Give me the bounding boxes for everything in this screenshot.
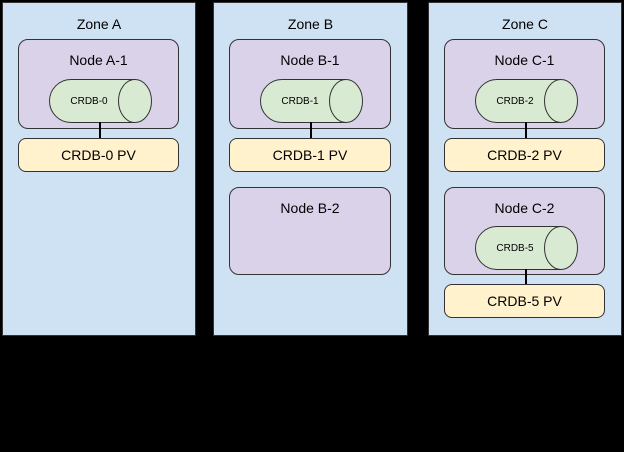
pv-label: CRDB-2 PV (487, 147, 562, 163)
node-label: Node C-1 (494, 52, 555, 68)
database-cylinder-icon (260, 79, 363, 123)
zone-a-panel: Zone A Node A-1 CRDB-0 CRDB-0 PV (2, 2, 196, 336)
crdb-0-pv-box: CRDB-0 PV (18, 138, 179, 172)
node-label: Node B-1 (280, 52, 340, 68)
connector-line (310, 122, 312, 140)
connector-line (525, 122, 527, 140)
node-b1-box: Node B-1 CRDB-1 (229, 39, 391, 129)
database-label: CRDB-0 (70, 95, 108, 107)
node-label: Node B-2 (280, 200, 340, 216)
crdb-2-cylinder: CRDB-2 (475, 79, 578, 123)
node-c2-box: Node C-2 CRDB-5 (444, 187, 605, 275)
database-cylinder-icon (475, 226, 578, 270)
zone-title: Zone B (287, 16, 334, 32)
database-label: CRDB-2 (496, 95, 534, 107)
crdb-5-cylinder: CRDB-5 (475, 226, 578, 270)
database-label: CRDB-5 (496, 242, 534, 254)
zone-title: Zone C (502, 16, 548, 32)
node-a1-box: Node A-1 CRDB-0 (18, 39, 179, 129)
crdb-5-pv-box: CRDB-5 PV (444, 284, 605, 318)
zone-c-panel: Zone C Node C-1 CRDB-2 CRDB-2 PV Node C-… (428, 2, 622, 336)
node-c1-box: Node C-1 CRDB-2 (444, 39, 605, 129)
pv-label: CRDB-0 PV (61, 147, 136, 163)
database-cylinder-icon (49, 79, 152, 123)
connector-line (525, 269, 527, 286)
connector-line (99, 122, 101, 140)
node-label: Node A-1 (69, 52, 128, 68)
zone-b-panel: Zone B Node B-1 CRDB-1 CRDB-1 PV Node B-… (213, 2, 408, 336)
node-label: Node C-2 (494, 200, 555, 216)
crdb-0-cylinder: CRDB-0 (49, 79, 152, 123)
crdb-2-pv-box: CRDB-2 PV (444, 138, 605, 172)
pv-label: CRDB-1 PV (272, 147, 348, 163)
zone-title: Zone A (76, 16, 122, 32)
crdb-1-pv-box: CRDB-1 PV (229, 138, 391, 172)
pv-label: CRDB-5 PV (487, 293, 562, 309)
node-b2-box: Node B-2 (229, 187, 391, 275)
database-cylinder-icon (475, 79, 578, 123)
database-label: CRDB-1 (281, 95, 319, 107)
crdb-1-cylinder: CRDB-1 (260, 79, 363, 123)
